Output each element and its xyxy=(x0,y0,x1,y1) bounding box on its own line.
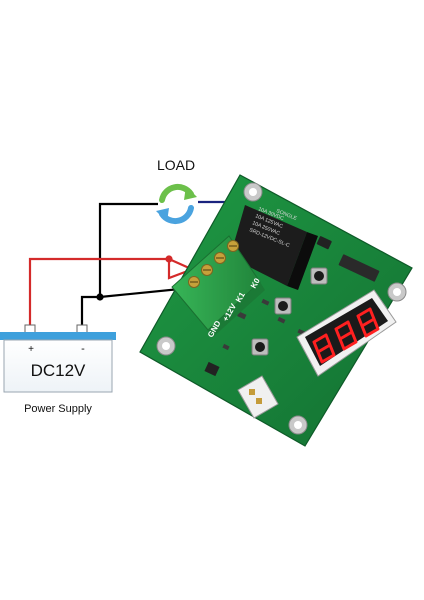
mounting-holes xyxy=(156,182,407,435)
supply-plus-terminal xyxy=(24,324,36,334)
supply-body xyxy=(3,339,113,393)
led-digits xyxy=(312,307,380,364)
supply-plus-label: + xyxy=(28,344,34,355)
load-symbol: LOAD xyxy=(156,157,197,225)
cycle-arrows-icon xyxy=(156,183,197,225)
push-buttons xyxy=(251,267,328,356)
wire-plus-red xyxy=(28,257,169,330)
thermostat-board: SRD-12VDC-SL-C 10A 250VAC 10A 125VAC 10A… xyxy=(139,174,413,447)
load-label: LOAD xyxy=(157,157,195,173)
supply-minus-terminal xyxy=(76,324,88,334)
button-3 xyxy=(251,338,269,356)
terminal-screws xyxy=(188,240,239,288)
button-1 xyxy=(310,267,328,285)
power-supply: + - DC12V Power Supply xyxy=(0,324,116,415)
wire-load-black xyxy=(80,202,158,330)
supply-voltage-label: DC12V xyxy=(31,361,86,380)
supply-caption: Power Supply xyxy=(24,403,92,415)
button-2 xyxy=(274,297,292,315)
components xyxy=(204,236,380,377)
junction-black xyxy=(96,293,104,301)
led-display xyxy=(296,289,397,377)
terminal-block xyxy=(171,235,265,338)
supply-minus-label: - xyxy=(81,343,85,355)
sensor-connector xyxy=(237,375,279,419)
supply-top-bar xyxy=(0,332,116,340)
junction-red xyxy=(165,255,173,263)
